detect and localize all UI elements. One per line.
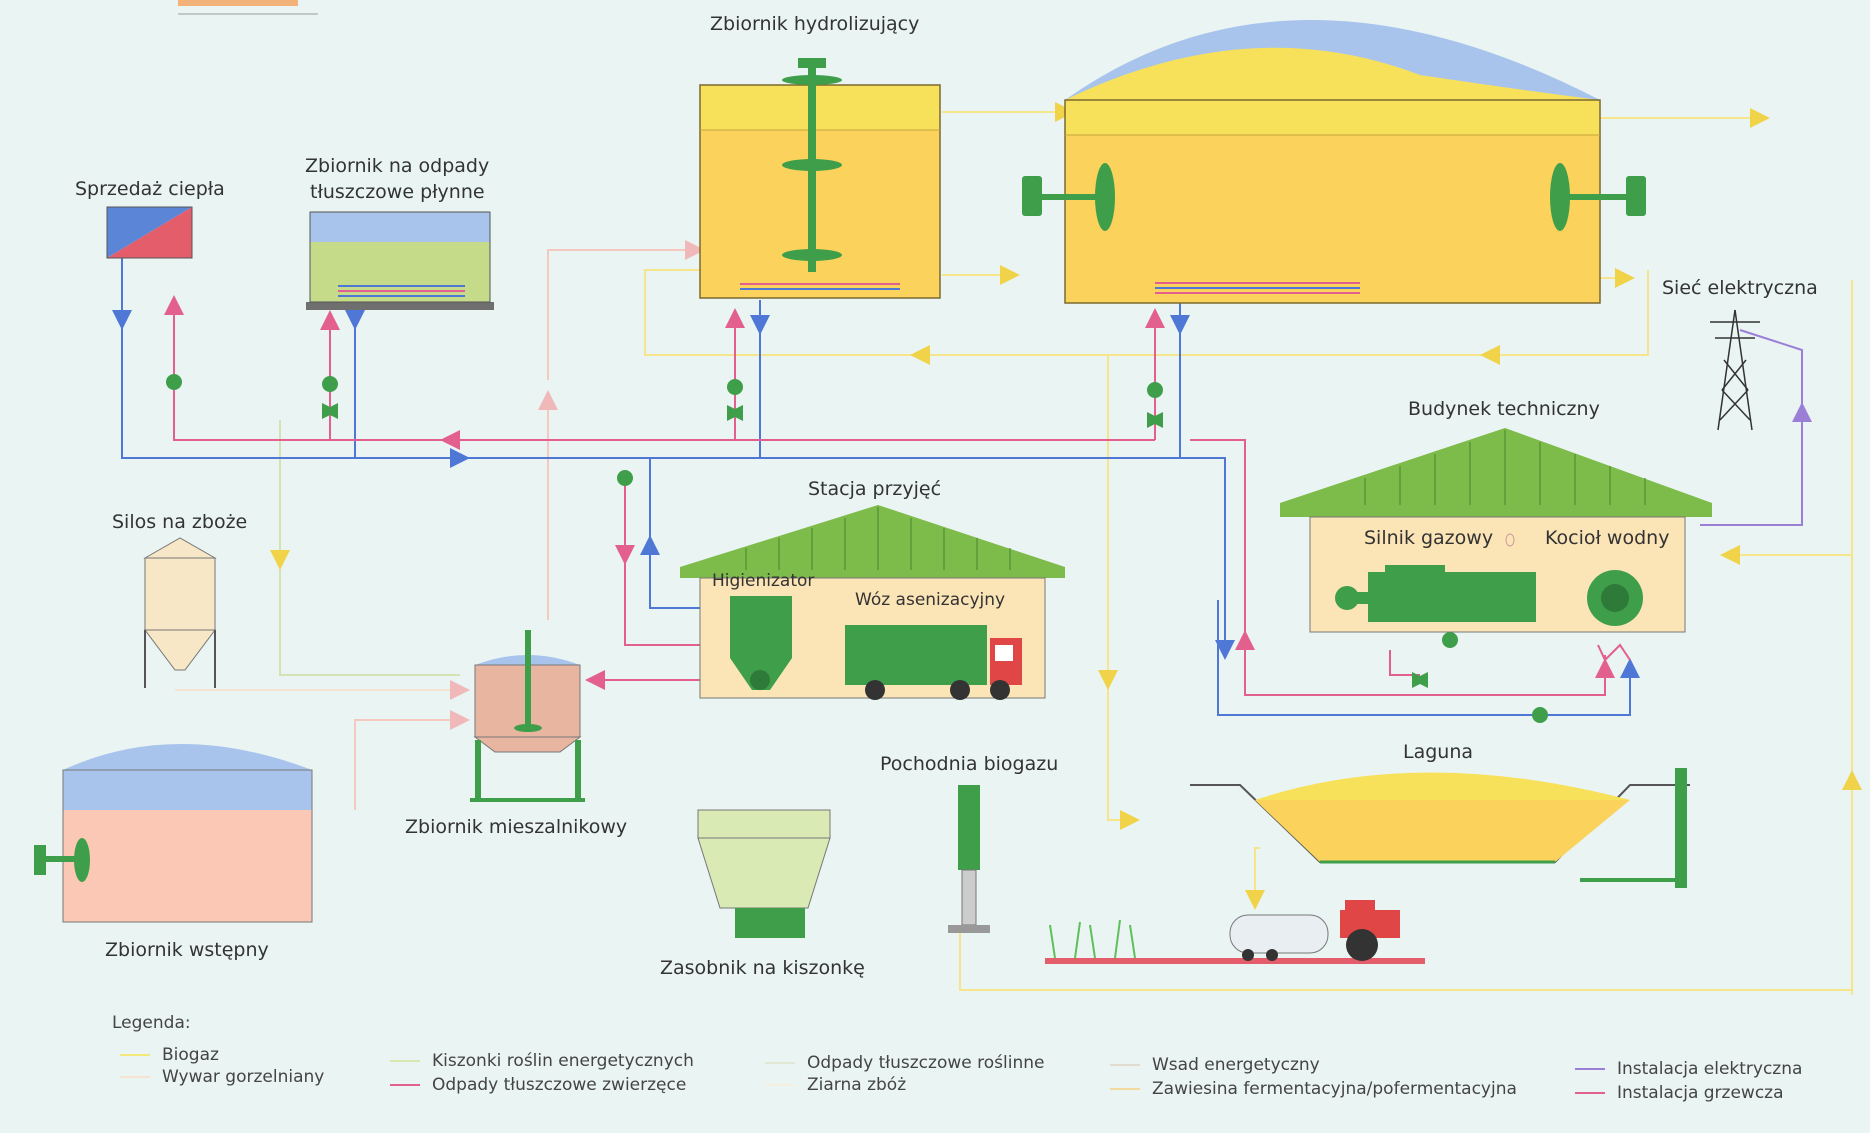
- pre-tank: Zbiornik wstępny: [34, 744, 313, 961]
- hydrolysis-tank: Zbiornik hydrolizujący: [699, 13, 941, 421]
- legend-item-label: Biogaz: [162, 1045, 219, 1065]
- legend-item-label: Odpady tłuszczowe zwierzęce: [432, 1075, 686, 1095]
- reception-station: Stacja przyjęć Higienizator Wóz asenizac…: [617, 470, 1065, 700]
- pump-icon: [1442, 632, 1458, 648]
- pump-icon: [617, 470, 633, 486]
- water-boiler-label: Kocioł wodny: [1545, 527, 1669, 549]
- heat-exchanger-red: [107, 207, 192, 258]
- legend-item-label: Zawiesina fermentacyjna/pofermentacyjna: [1152, 1079, 1517, 1099]
- power-grid-label: Sieć elektryczna: [1662, 277, 1818, 299]
- vacuum-truck-label: Wóz asenizacyjny: [855, 590, 1005, 610]
- legend-item-label: Ziarna zbóż: [807, 1075, 906, 1095]
- heat-sale: Sprzedaż ciepła: [75, 178, 225, 390]
- flame-icon: [1505, 533, 1515, 547]
- field: [1045, 958, 1425, 964]
- vacuum-truck-icon: [845, 625, 987, 685]
- technical-building-label: Budynek techniczny: [1408, 398, 1600, 420]
- legend-item-label: Instalacja grzewcza: [1617, 1083, 1784, 1103]
- roof: [1280, 428, 1712, 517]
- legend-item-label: Kiszonki roślin energetycznych: [432, 1051, 694, 1071]
- top-fragment: [178, 0, 318, 15]
- heat-exchanger-icon: [1597, 643, 1631, 662]
- silage-hopper-label: Zasobnik na kiszonkę: [660, 957, 865, 979]
- legend-item-label: Wsad energetyczny: [1152, 1055, 1320, 1075]
- silage-hopper: Zasobnik na kiszonkę: [660, 809, 865, 979]
- legend-item-label: Wywar gorzelniany: [162, 1067, 324, 1087]
- mixer-propeller-right: [1550, 163, 1570, 231]
- grain-silo: Silos na zboże: [112, 511, 247, 688]
- pump-icon: [322, 376, 338, 392]
- agitator-shaft: [525, 630, 531, 730]
- tanker-icon: [1229, 914, 1329, 954]
- reception-station-label: Stacja przyjęć: [808, 478, 941, 500]
- mixer-propeller: [74, 838, 90, 882]
- lagoon-label: Laguna: [1403, 741, 1473, 763]
- grain-silo-label: Silos na zboże: [112, 511, 247, 533]
- gas-engine-icon: [1368, 572, 1536, 622]
- legend-item-label: Instalacja elektryczna: [1617, 1059, 1802, 1079]
- heat-sale-label: Sprzedaż ciepła: [75, 178, 225, 200]
- fat-waste-tank-label-2: tłuszczowe płynne: [310, 181, 485, 203]
- biogas-flare: Pochodnia biogazu: [880, 753, 1058, 933]
- pump-icon: [727, 379, 743, 395]
- roof: [680, 505, 1065, 578]
- gas-engine-label: Silnik gazowy: [1364, 527, 1493, 549]
- legend-item-label: Odpady tłuszczowe roślinne: [807, 1053, 1044, 1073]
- mixing-tank: Zbiornik mieszalnikowy: [405, 630, 627, 838]
- hygienizer-label: Higienizator: [712, 571, 814, 591]
- pump-icon: [166, 374, 182, 390]
- mixer-motor-right: [1626, 176, 1646, 216]
- pump-icon: [1532, 707, 1548, 723]
- hygienizer-icon: [730, 596, 792, 658]
- flare-stack: [958, 785, 980, 870]
- mixing-tank-label: Zbiornik mieszalnikowy: [405, 816, 627, 838]
- mixer-motor: [34, 845, 46, 875]
- mixer-motor-left: [1022, 176, 1042, 216]
- biogas-flare-label: Pochodnia biogazu: [880, 753, 1058, 775]
- technical-building: Budynek techniczny Silnik gazowy Kocioł …: [1280, 398, 1712, 723]
- fat-waste-tank: Zbiornik na odpady tłuszczowe płynne: [305, 155, 494, 419]
- plants: [1049, 919, 1136, 959]
- pump-icon: [1147, 382, 1163, 398]
- legend-title: Legenda:: [112, 1013, 191, 1033]
- power-grid: Sieć elektryczna: [1662, 277, 1818, 431]
- hydrolysis-tank-label: Zbiornik hydrolizujący: [710, 13, 919, 35]
- pipelines: [112, 102, 1862, 995]
- pre-tank-label: Zbiornik wstępny: [105, 939, 269, 961]
- lagoon: Laguna: [1045, 741, 1690, 964]
- main-fermenter: [1022, 20, 1646, 428]
- fat-waste-tank-label-1: Zbiornik na odpady: [305, 155, 489, 177]
- mixer-propeller-left: [1095, 163, 1115, 231]
- generator-icon: [1335, 586, 1359, 610]
- pylon-icon: [1710, 309, 1760, 431]
